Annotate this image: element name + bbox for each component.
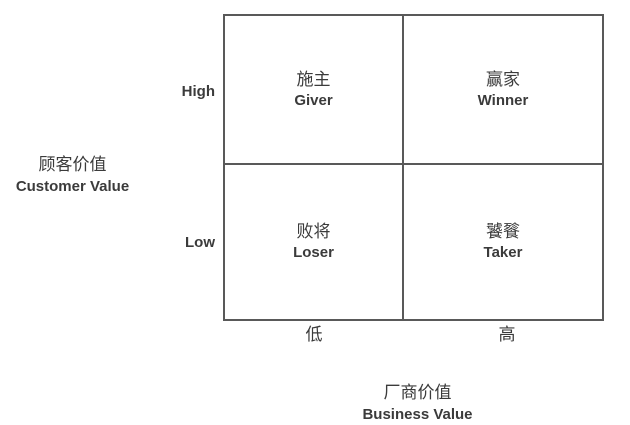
y-axis-tick-high: High	[181, 83, 215, 100]
y-axis-tick-low: Low	[185, 234, 215, 251]
quadrant-taker-label-english: Taker	[483, 244, 523, 261]
x-axis-tick-low: 低	[305, 325, 323, 345]
quadrant-winner: 赢家 Winner	[404, 16, 602, 165]
quadrant-giver-label-english: Giver	[294, 91, 333, 109]
y-axis-title-english: Customer Value	[15, 178, 130, 195]
x-axis-title-english: Business Value	[362, 406, 473, 423]
quadrant-giver-label-chinese: 施主	[296, 69, 331, 90]
quadrant-loser: 败将 Loser	[225, 165, 404, 319]
y-axis-title-chinese: 顾客价值	[38, 155, 107, 175]
quadrant-taker-label-chinese: 饕餮	[486, 222, 520, 242]
quadrant-winner-label-english: Winner	[477, 91, 529, 109]
quadrant-loser-label-english: Loser	[293, 244, 334, 261]
x-axis-title-chinese: 厂商价值	[383, 383, 452, 403]
matrix-grid: 施主 Giver 赢家 Winner 败将 Loser 饕餮 Taker	[223, 14, 604, 321]
quadrant-giver: 施主 Giver	[225, 16, 404, 165]
quadrant-loser-label-chinese: 败将	[296, 222, 331, 242]
x-axis-title: 厂商价值 Business Value	[315, 382, 520, 425]
quadrant-winner-label-chinese: 赢家	[486, 69, 520, 90]
x-axis-tick-high: 高	[498, 325, 516, 345]
y-axis-title: 顾客价值 Customer Value	[5, 154, 140, 197]
quadrant-taker: 饕餮 Taker	[404, 165, 602, 319]
